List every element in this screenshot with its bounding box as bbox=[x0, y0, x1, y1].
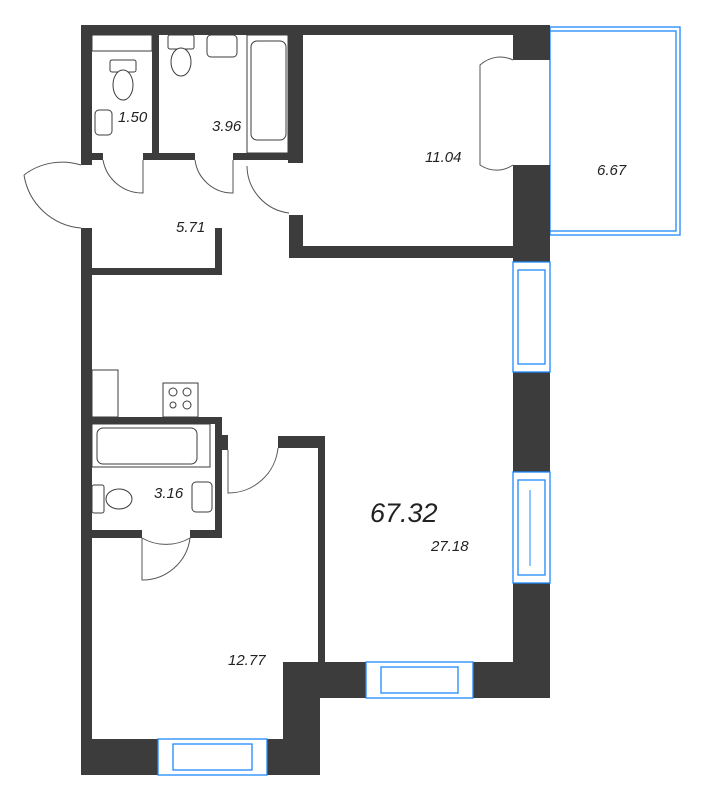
fixtures bbox=[91, 34, 289, 514]
area-hallway: 5.71 bbox=[176, 219, 205, 236]
windows bbox=[157, 261, 551, 776]
area-bathroom-1: 3.96 bbox=[212, 118, 242, 135]
area-bedroom-2: 12.77 bbox=[228, 652, 266, 669]
toilet-icon bbox=[170, 47, 192, 77]
doors bbox=[23, 56, 514, 581]
area-wc: 1.50 bbox=[118, 109, 148, 126]
stove-icon bbox=[162, 382, 199, 418]
sink-icon bbox=[206, 34, 238, 58]
balcony bbox=[549, 26, 681, 236]
bathtub-icon bbox=[250, 40, 287, 141]
toilet-icon bbox=[112, 69, 134, 101]
sink-icon bbox=[191, 481, 213, 513]
area-balcony: 6.67 bbox=[597, 162, 627, 179]
cistern bbox=[91, 34, 153, 52]
area-labels: 1.50 3.96 5.71 11.04 6.67 67.32 27.18 3.… bbox=[118, 109, 627, 669]
area-bathroom-2: 3.16 bbox=[154, 485, 184, 502]
sink-icon bbox=[94, 109, 113, 136]
total-area: 67.32 bbox=[370, 498, 438, 528]
walls bbox=[81, 25, 550, 775]
kitchen-counter bbox=[91, 369, 119, 418]
bathtub-icon bbox=[96, 427, 198, 465]
toilet-icon bbox=[105, 488, 133, 510]
area-living-kitchen: 27.18 bbox=[430, 538, 469, 555]
area-bedroom-1: 11.04 bbox=[425, 149, 461, 166]
